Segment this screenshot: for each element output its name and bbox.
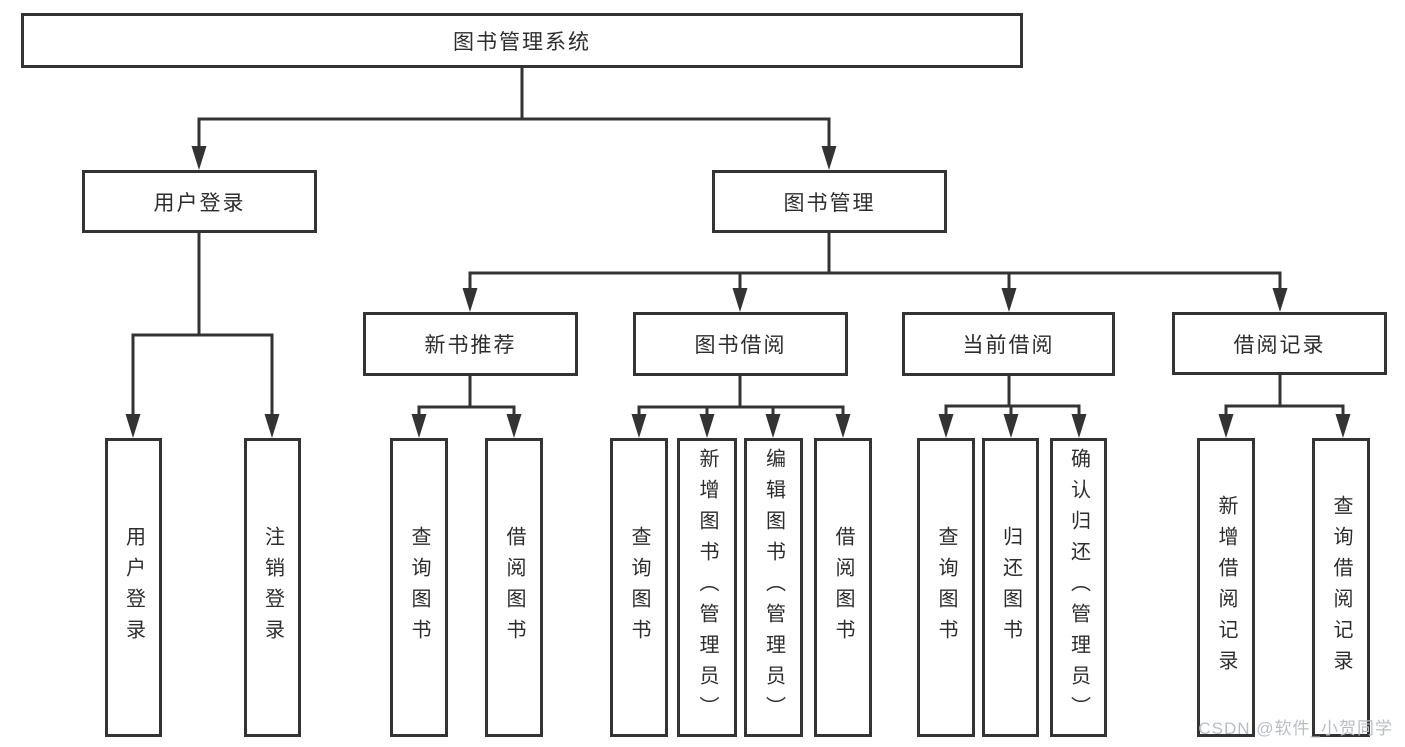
node-leaf-bb-add-books-label: 新增图书（管理员） <box>696 448 718 727</box>
node-leaf-bb-query-books-label: 查询图书 <box>628 525 650 650</box>
node-leaf-cb-query-books-label: 查询图书 <box>935 525 957 650</box>
node-current-borrow: 当前借阅 <box>902 312 1115 376</box>
node-leaf-cb-confirm-return: 确认归还（管理员） <box>1050 438 1107 737</box>
node-leaf-user-login-label: 用户登录 <box>122 525 145 650</box>
node-book-borrow: 图书借阅 <box>633 312 848 376</box>
node-new-books: 新书推荐 <box>363 312 578 376</box>
node-leaf-cb-query-books: 查询图书 <box>917 438 975 737</box>
node-leaf-bb-query-books: 查询图书 <box>610 438 668 737</box>
node-root: 图书管理系统 <box>21 13 1023 68</box>
node-leaf-bb-add-books: 新增图书（管理员） <box>677 438 737 737</box>
node-root-label: 图书管理系统 <box>453 30 591 54</box>
csdn-watermark: CSDN @软件_小贺同学 <box>1198 719 1393 738</box>
node-user-login: 用户登录 <box>82 170 317 233</box>
node-borrow-records: 借阅记录 <box>1172 312 1387 375</box>
node-user-login-label: 用户登录 <box>153 191 246 215</box>
node-borrow-records-label: 借阅记录 <box>1233 333 1326 357</box>
node-leaf-user-login: 用户登录 <box>105 438 162 737</box>
node-leaf-nb-borrow-books-label: 借阅图书 <box>503 525 525 650</box>
node-leaf-cb-confirm-return-label: 确认归还（管理员） <box>1067 448 1090 727</box>
node-leaf-bb-borrow-books-label: 借阅图书 <box>832 525 854 650</box>
node-leaf-bb-borrow-books: 借阅图书 <box>814 438 872 737</box>
connector-book-borrow-children <box>631 376 851 438</box>
node-leaf-cb-return-books-label: 归还图书 <box>999 525 1022 650</box>
connector-root-to-level2 <box>191 68 837 170</box>
node-leaf-logout-label: 注销登录 <box>261 525 284 650</box>
node-leaf-br-query-record-label: 查询借阅记录 <box>1330 494 1352 681</box>
connector-new-books-children <box>411 376 522 438</box>
node-new-books-label: 新书推荐 <box>424 334 517 357</box>
node-leaf-nb-query-books-label: 查询图书 <box>408 525 430 650</box>
node-book-mgmt-label: 图书管理 <box>783 191 876 215</box>
node-leaf-br-add-record-label: 新增借阅记录 <box>1215 494 1237 681</box>
node-leaf-bb-edit-books-label: 编辑图书（管理员） <box>762 448 785 727</box>
node-leaf-nb-query-books: 查询图书 <box>390 438 448 737</box>
node-leaf-cb-return-books: 归还图书 <box>982 438 1039 737</box>
node-book-mgmt: 图书管理 <box>712 170 947 233</box>
node-leaf-logout: 注销登录 <box>244 438 301 737</box>
node-current-borrow-label: 当前借阅 <box>962 334 1055 357</box>
connector-book-mgmt-children <box>462 233 1288 312</box>
node-leaf-bb-edit-books: 编辑图书（管理员） <box>744 438 803 737</box>
connector-borrow-records-children <box>1218 375 1351 438</box>
node-leaf-br-add-record: 新增借阅记录 <box>1197 438 1255 737</box>
node-leaf-br-query-record: 查询借阅记录 <box>1312 438 1370 737</box>
node-leaf-nb-borrow-books: 借阅图书 <box>485 438 543 737</box>
connector-user-login-children <box>125 233 280 438</box>
node-book-borrow-label: 图书借阅 <box>694 334 787 357</box>
connector-current-borrow-children <box>938 376 1087 438</box>
